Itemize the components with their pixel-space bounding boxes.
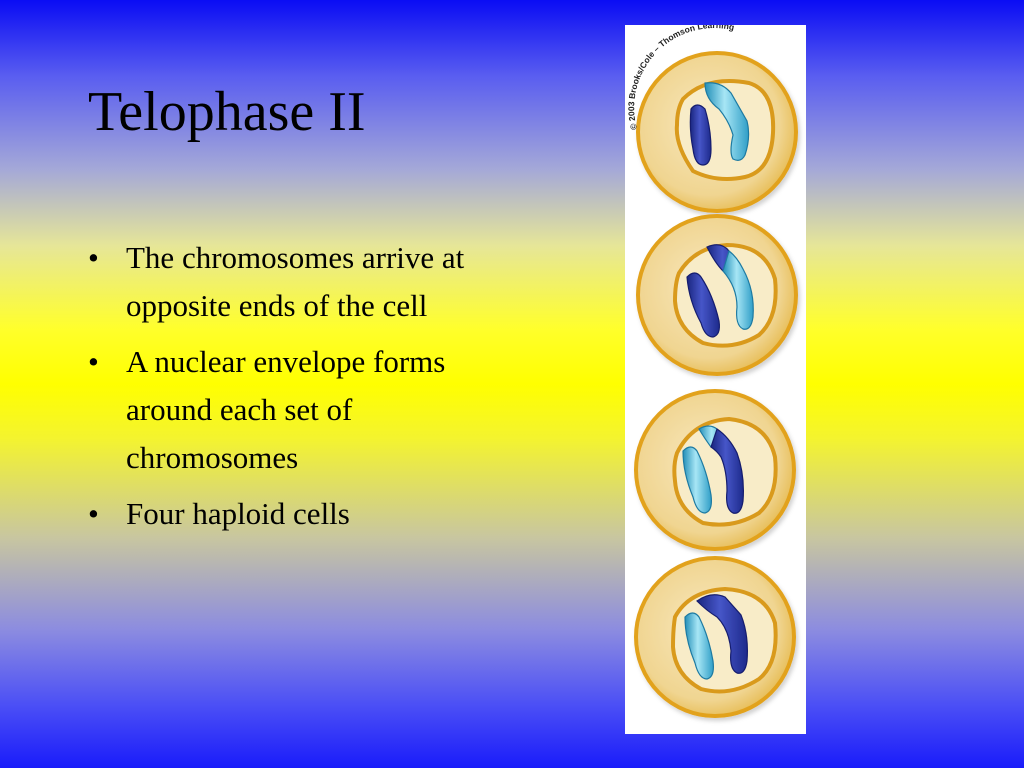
bullet-text: Four haploid cells (126, 496, 350, 531)
bullet-item: • A nuclear envelope forms around each s… (84, 338, 514, 482)
bullet-dot: • (88, 240, 99, 275)
cell-2 (636, 214, 798, 376)
bullet-list: • The chromosomes arrive at opposite end… (84, 234, 514, 546)
chromosome-light (704, 82, 750, 161)
cell-3 (634, 389, 796, 551)
bullet-dot: • (88, 496, 99, 531)
bullet-item: • Four haploid cells (84, 490, 514, 538)
chromosome-light (722, 250, 754, 330)
cell-4 (634, 556, 796, 718)
chromosome-dark (689, 104, 712, 166)
chromosome-dark (696, 594, 748, 674)
slide-title: Telophase II (88, 81, 366, 143)
cells-illustration (634, 51, 798, 718)
bullet-item: • The chromosomes arrive at opposite end… (84, 234, 514, 330)
chromosome-light (684, 612, 714, 680)
chromosome-dark (686, 272, 720, 338)
bullet-text: The chromosomes arrive at opposite ends … (126, 240, 465, 323)
bullet-dot: • (88, 344, 99, 379)
chromosome-light (682, 446, 712, 514)
chromosome-dark (710, 428, 744, 514)
telophase-ii-illustration: © 2003 Brooks/Cole – Thomson Learning (625, 25, 806, 734)
cell-1 (636, 51, 798, 213)
bullet-text: A nuclear envelope forms around each set… (126, 344, 446, 475)
